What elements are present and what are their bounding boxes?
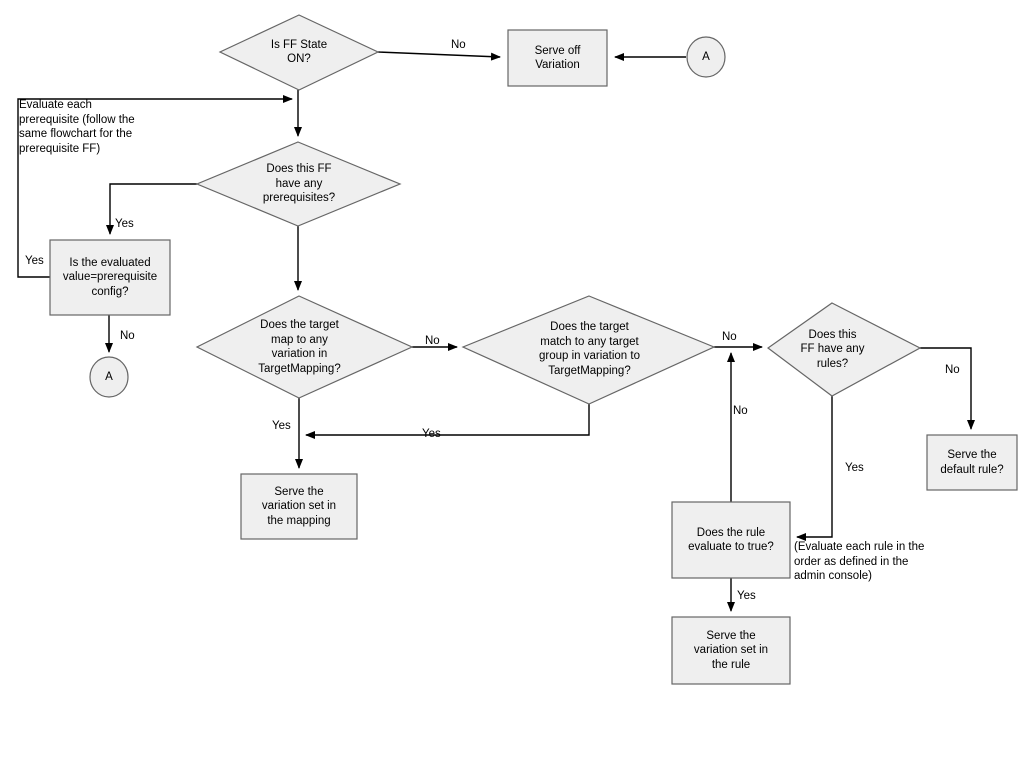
edge-evaluated-yes-loopback (17, 95, 293, 278)
edge-label-target-group-yes: Yes (422, 428, 441, 440)
node-ff-state (218, 14, 380, 91)
edge-label-rule-evaluate-no: No (733, 405, 748, 417)
edge-label-rule-evaluate-yes: Yes (737, 590, 756, 602)
edge-target-group-yes (305, 404, 590, 439)
node-ff-rules (766, 302, 922, 397)
edge-label-ff-rules-yes: Yes (845, 462, 864, 474)
node-prereqs (195, 141, 402, 227)
edge-label-prereqs-yes: Yes (115, 218, 134, 230)
node-serve-off (507, 29, 608, 87)
edge-ff-rules-to-serve-default (920, 347, 975, 430)
edge-prereqs-to-evaluated (106, 183, 197, 235)
edge-ff-state-to-serve-off (377, 51, 501, 61)
edge-label-target-map-yes: Yes (272, 420, 291, 432)
edge-label-target-group-no: No (722, 331, 737, 343)
edge-label-ff-rules-no-right: No (945, 364, 960, 376)
node-serve-default (926, 434, 1018, 491)
node-serve-rule (671, 616, 791, 685)
edge-label-target-map-no: No (425, 335, 440, 347)
note-rule-order: (Evaluate each rule in the order as defi… (794, 541, 925, 582)
edge-label-evaluated-no: No (120, 330, 135, 342)
note-prerequisite: Evaluate each prerequisite (follow the s… (19, 99, 135, 155)
node-connector-a-bottom (89, 356, 129, 398)
node-connector-a-top (686, 36, 726, 78)
edge-label-ff-state-no: No (451, 39, 466, 51)
node-evaluated-value (49, 239, 171, 316)
edge-label-evaluated-yes: Yes (25, 255, 44, 267)
node-target-map (195, 295, 414, 399)
node-rule-evaluate (671, 501, 791, 579)
edge-ff-rules-to-rule-evaluate (796, 396, 833, 541)
node-serve-mapping (240, 473, 358, 540)
node-target-group-match (461, 295, 716, 405)
